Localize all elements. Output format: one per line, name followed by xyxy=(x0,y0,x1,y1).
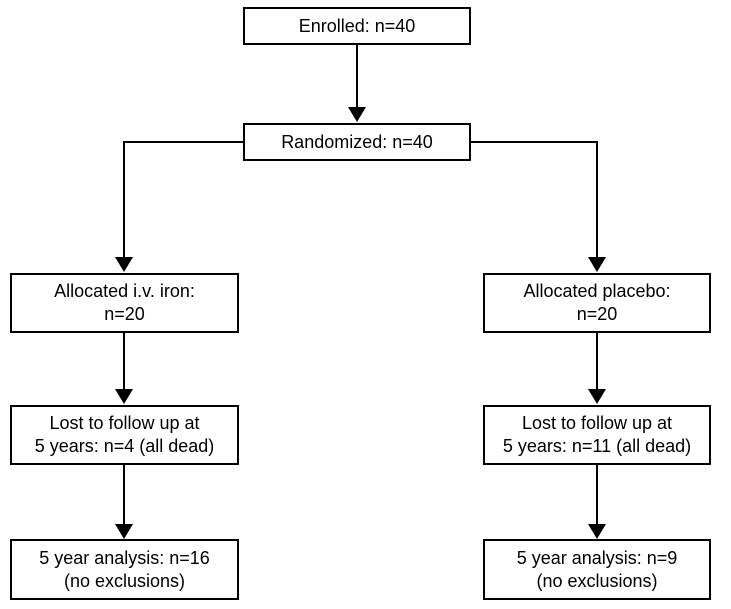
node-lost-followup-placebo-line2: 5 years: n=11 (all dead) xyxy=(502,436,692,456)
node-allocated-placebo-line1: Allocated placebo: xyxy=(523,281,671,301)
arrowhead-lost-iron-analysis-iron xyxy=(115,524,133,539)
arrowhead-allocated-placebo-lost-placebo xyxy=(588,389,606,404)
node-lost-followup-iron-line2: 5 years: n=4 (all dead) xyxy=(34,436,215,456)
node-allocated-iv-iron: Allocated i.v. iron: n=20 xyxy=(10,273,239,333)
node-allocated-iv-iron-line2: n=20 xyxy=(104,304,145,324)
arrowhead-lost-placebo-analysis-placebo xyxy=(588,524,606,539)
node-randomized-label: Randomized: n=40 xyxy=(281,131,433,152)
node-lost-followup-placebo: Lost to follow up at 5 years: n=11 (all … xyxy=(483,405,711,465)
node-randomized: Randomized: n=40 xyxy=(243,123,471,161)
node-lost-followup-placebo-line1: Lost to follow up at xyxy=(521,413,673,433)
arrowhead-enrolled-randomized xyxy=(348,107,366,122)
node-analysis-placebo-line1: 5 year analysis: n=9 xyxy=(516,547,678,568)
connector-randomized-allocated-placebo xyxy=(470,141,598,261)
arrowhead-randomized-allocated-iron xyxy=(115,257,133,272)
node-analysis-iron: 5 year analysis: n=16 (no exclusions) xyxy=(10,539,239,600)
node-analysis-placebo: 5 year analysis: n=9 (no exclusions) xyxy=(483,539,711,600)
node-analysis-iron-line1: 5 year analysis: n=16 xyxy=(39,547,210,568)
node-allocated-placebo: Allocated placebo: n=20 xyxy=(483,273,711,333)
node-lost-followup-iron: Lost to follow up at 5 years: n=4 (all d… xyxy=(10,405,239,465)
arrowhead-randomized-allocated-placebo xyxy=(588,257,606,272)
node-allocated-iv-iron-line1: Allocated i.v. iron: xyxy=(54,281,195,301)
node-analysis-iron-line2: (no exclusions) xyxy=(63,570,186,591)
node-allocated-placebo-line2: n=20 xyxy=(576,304,618,324)
node-analysis-placebo-line2: (no exclusions) xyxy=(536,570,658,591)
node-enrolled: Enrolled: n=40 xyxy=(243,7,471,45)
connector-randomized-allocated-iron xyxy=(123,141,244,261)
node-lost-followup-iron-line1: Lost to follow up at xyxy=(49,413,200,433)
arrowhead-allocated-iron-lost-iron xyxy=(115,389,133,404)
node-enrolled-label: Enrolled: n=40 xyxy=(298,15,416,36)
